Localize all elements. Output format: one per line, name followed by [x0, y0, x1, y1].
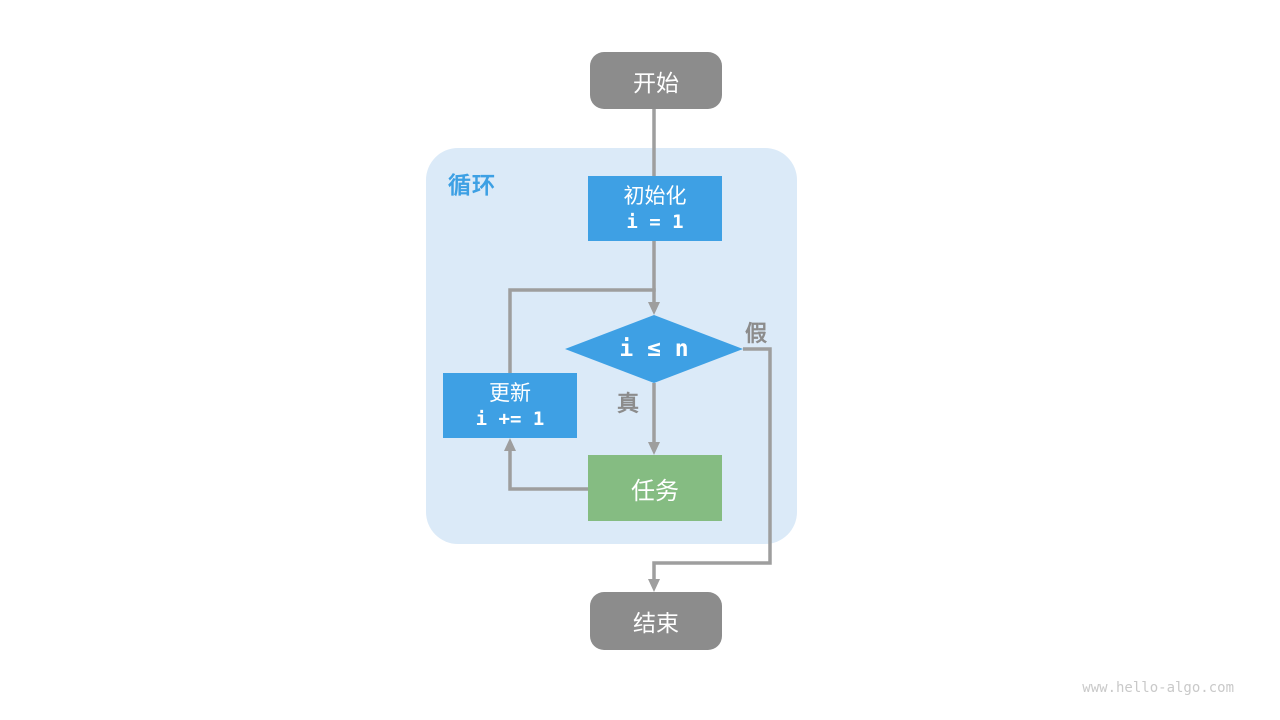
true-branch-label: 真: [617, 391, 640, 416]
init-node-code: i = 1: [626, 210, 684, 233]
start-node-label: 开始: [633, 69, 679, 96]
condition-node-label: i ≤ n: [565, 315, 743, 383]
update-node: 更新 i += 1: [443, 373, 577, 438]
loop-container-label: 循环: [448, 172, 496, 198]
edge-condition-to-end: [652, 347, 772, 579]
update-node-code: i += 1: [475, 407, 545, 430]
task-node: 任务: [588, 455, 722, 521]
arrowhead-into-update: [504, 438, 516, 451]
edge-task-to-update: [508, 451, 588, 491]
end-node-label: 结束: [633, 610, 679, 636]
false-branch-label: 假: [745, 321, 768, 346]
arrowhead-into-task: [648, 442, 660, 455]
arrowhead-into-end: [648, 579, 660, 592]
edge-update-to-junction: [508, 288, 656, 373]
condition-expression: i ≤ n: [619, 336, 689, 362]
init-node-label: 初始化: [623, 184, 687, 208]
task-node-label: 任务: [631, 477, 679, 505]
update-node-label: 更新: [489, 381, 531, 405]
watermark: www.hello-algo.com: [1082, 680, 1234, 696]
init-node: 初始化 i = 1: [588, 176, 722, 241]
decision-diamond: [565, 315, 743, 383]
arrowhead-into-condition: [648, 302, 660, 315]
end-node: 结束: [590, 592, 722, 650]
start-node: 开始: [590, 52, 722, 109]
